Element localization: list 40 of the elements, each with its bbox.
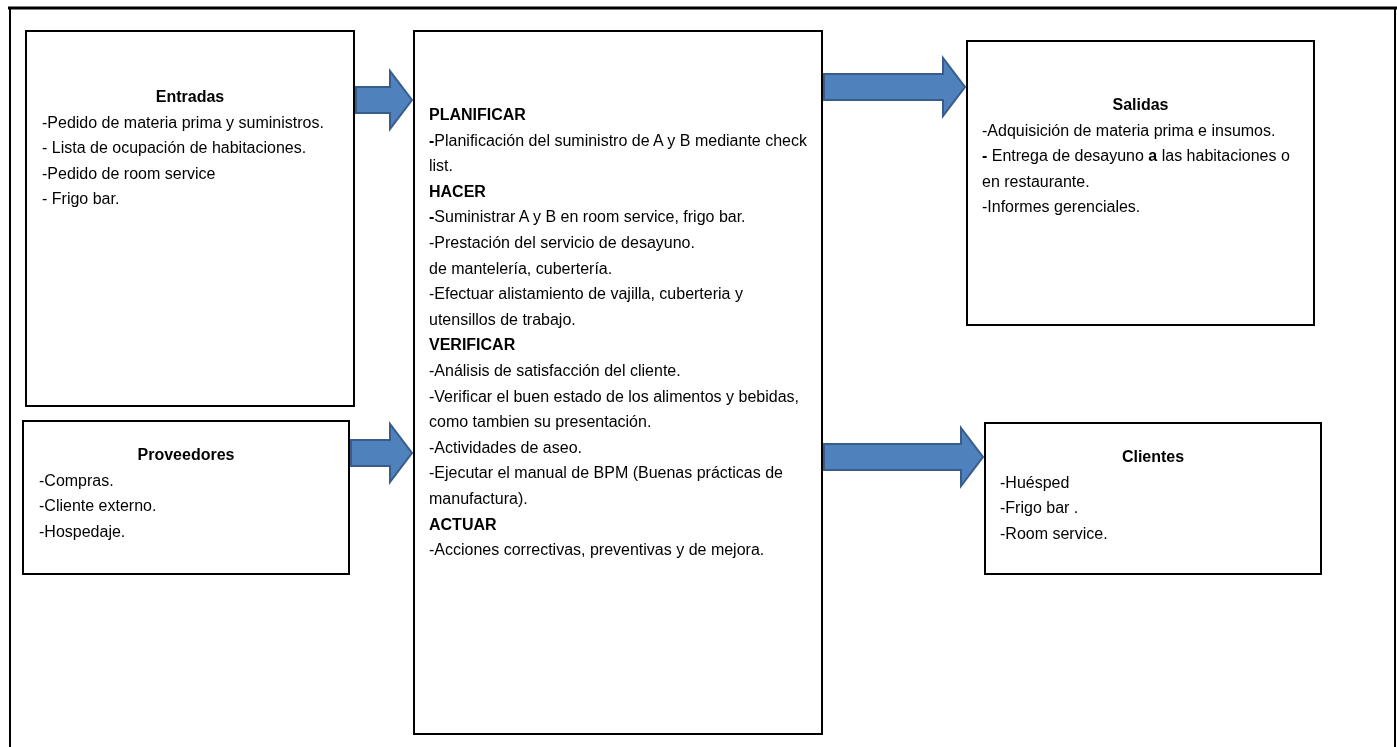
block-arrow (355, 68, 414, 132)
list-item: - Entrega de desayuno a las habitaciones o en restaurante. (982, 146, 1291, 192)
list-item: -Acciones correctivas, preventivas y de mejora. (429, 540, 766, 561)
list-item: -Huésped (1000, 472, 1071, 493)
list-item: -Adquisición de materia prima e insumos. (982, 120, 1277, 141)
list-item: -Efectuar alistamiento de vajilla, cuberteria y utensillos de trabajo. (429, 284, 744, 330)
list-item: -Verificar el buen estado de los alimentos y bebidas, como tambien su presentación. (429, 386, 800, 433)
list-item: -Pedido de materia prima y suministros. (42, 112, 325, 133)
section-heading: PLANIFICAR (429, 105, 527, 125)
list-item: -Planificación del suministro de A y B mediante check list. (429, 130, 807, 177)
list-item: -Room service. (1000, 523, 1109, 544)
list-item: -Ejecutar el manual de BPM (Buenas prácticas de manufactura). (429, 463, 784, 509)
list-item: -Frigo bar . (1000, 498, 1080, 519)
section-heading: Clientes (1120, 447, 1186, 467)
list-item: -Suministrar A y B en room service, frigo bar. (429, 207, 747, 228)
section-heading: Entradas (154, 87, 226, 107)
section-heading: ACTUAR (429, 514, 498, 535)
block-arrow (350, 421, 414, 485)
list-item: -Análisis de satisfacción del cliente. (429, 360, 682, 381)
list-item: -Prestación del servicio de desayuno. (429, 232, 696, 253)
list-item: - Frigo bar. (42, 189, 121, 210)
list-item: - Lista de ocupación de habitaciones. (42, 138, 308, 159)
list-item: -Actividades de aseo. (429, 437, 583, 458)
section-heading: Proveedores (136, 445, 236, 465)
list-item: -Hospedaje. (39, 521, 127, 542)
section-heading: HACER (429, 181, 487, 202)
list-item: de mantelería, cubertería. (429, 258, 614, 279)
client-box (984, 422, 1322, 575)
section-heading: Salidas (1111, 95, 1170, 115)
list-item: -Cliente externo. (39, 496, 158, 517)
process-box (413, 30, 823, 735)
input-box (25, 30, 355, 407)
block-arrow (823, 55, 967, 119)
output-box (966, 40, 1315, 326)
list-item: -Informes gerenciales. (982, 197, 1142, 218)
supplier-box (22, 420, 350, 575)
list-item: -Compras. (39, 470, 115, 491)
section-heading: VERIFICAR (429, 335, 517, 356)
list-item: -Pedido de room service (42, 163, 217, 184)
block-arrow (823, 425, 985, 489)
